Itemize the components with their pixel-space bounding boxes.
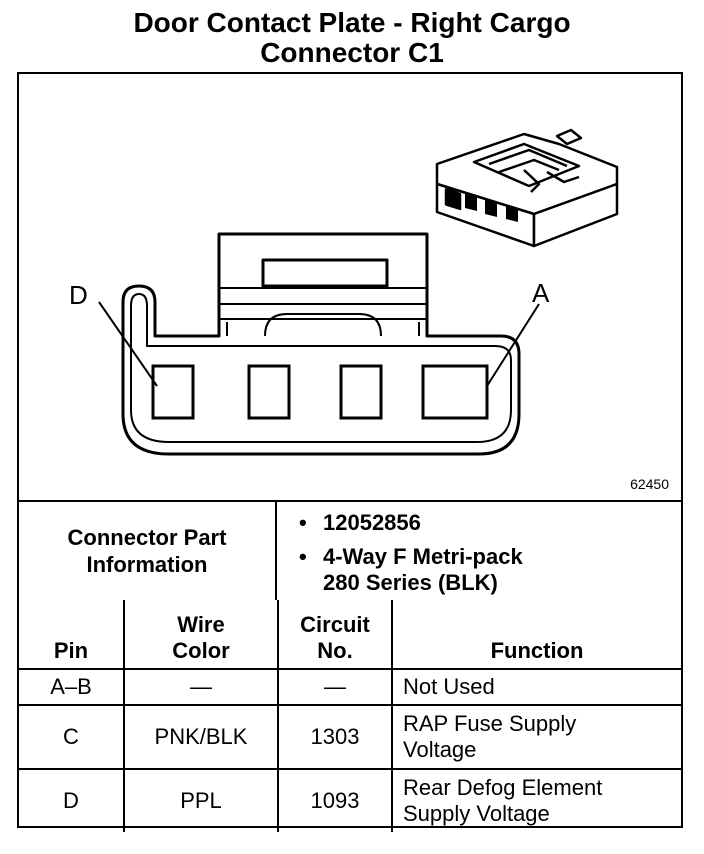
- cell-circuit: 1303: [277, 704, 393, 770]
- connector-drawing: D A: [69, 128, 619, 456]
- cell-function: RAP Fuse Supply Voltage: [391, 704, 681, 770]
- header-wire-color-line2: Color: [172, 638, 230, 663]
- bullet: •: [299, 510, 307, 535]
- header-function: Function: [391, 600, 681, 670]
- function-line2: Voltage: [403, 737, 477, 762]
- cell-circuit: —: [277, 668, 393, 706]
- function-line1: RAP Fuse Supply: [403, 711, 577, 736]
- function-line2: Supply Voltage: [403, 801, 550, 826]
- cell-circuit: 1093: [277, 768, 393, 832]
- header-circuit-line1: Circuit: [300, 612, 370, 637]
- table-row: A–B — — Not Used: [19, 668, 681, 706]
- header-wire-color-line1: Wire: [177, 612, 225, 637]
- cell-wire: PNK/BLK: [123, 704, 279, 770]
- table-header-row: Pin Wire Color Circuit No. Function: [19, 600, 681, 670]
- cavity-c: [247, 364, 291, 420]
- function-line1: Rear Defog Element: [403, 775, 603, 800]
- connector-series: 280 Series (BLK): [323, 570, 498, 595]
- connector-diagram: D A 62450: [19, 74, 681, 500]
- info-list: • 12052856 • 4-Way F Metri-pack 280 Series…: [299, 510, 523, 596]
- page-subtitle: Connector C1: [260, 37, 444, 68]
- cell-function: Rear Defog Element Supply Voltage: [391, 768, 681, 832]
- isometric-connector-icon: [435, 128, 619, 248]
- header-wire-color: Wire Color: [123, 600, 279, 670]
- header-circuit-line2: No.: [317, 638, 353, 663]
- info-label-line1: Connector Part: [67, 525, 227, 550]
- info-label-line2: Information: [86, 552, 208, 577]
- connector-face: [121, 232, 521, 456]
- connector-sheet: D A 62450 Connector Part Information • 12…: [17, 72, 683, 832]
- cavity-d: [151, 364, 195, 420]
- info-item: • 12052856: [299, 510, 523, 536]
- cavity-a: [421, 364, 489, 420]
- info-label: Connector Part Information: [19, 502, 277, 600]
- header-pin: Pin: [19, 600, 125, 670]
- info-item: • 4-Way F Metri-pack: [299, 544, 523, 570]
- table-row: D PPL 1093 Rear Defog Element Supply Vol…: [19, 768, 681, 832]
- cell-pin: A–B: [19, 668, 125, 706]
- pin-label-a: A: [532, 278, 550, 308]
- leader-a: [486, 303, 540, 387]
- cell-pin: C: [19, 704, 125, 770]
- cell-function: Not Used: [391, 668, 681, 706]
- cell-wire: —: [123, 668, 279, 706]
- cavity-b: [339, 364, 383, 420]
- pin-table: Pin Wire Color Circuit No. Function A–B …: [19, 600, 681, 832]
- connector-cavities: [151, 364, 489, 420]
- cell-pin: D: [19, 768, 125, 832]
- header-circuit: Circuit No.: [277, 600, 393, 670]
- isometric-cavities: [447, 188, 518, 222]
- function-line1: Not Used: [403, 674, 495, 699]
- pin-label-d: D: [69, 280, 88, 310]
- bullet: •: [299, 544, 307, 569]
- figure-number: 62450: [630, 476, 669, 492]
- connector-part-info: Connector Part Information • 12052856 • 4-…: [19, 500, 681, 600]
- page-title: Door Contact Plate - Right Cargo: [133, 7, 571, 38]
- part-number: 12052856: [323, 510, 421, 535]
- leader-d: [98, 301, 158, 387]
- table-row: C PNK/BLK 1303 RAP Fuse Supply Voltage: [19, 704, 681, 770]
- connector-type: 4-Way F Metri-pack: [323, 544, 523, 569]
- cell-wire: PPL: [123, 768, 279, 832]
